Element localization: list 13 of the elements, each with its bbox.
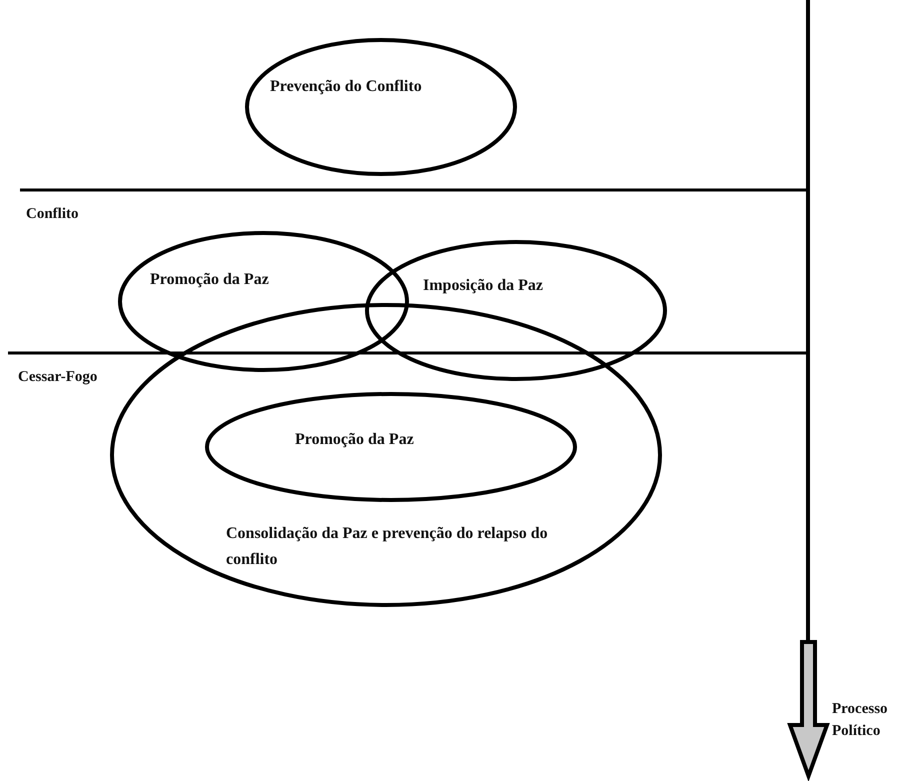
phase-label: Conflito bbox=[26, 205, 78, 224]
ellipse bbox=[110, 303, 662, 607]
ellipse bbox=[205, 392, 577, 502]
ellipse bbox=[245, 38, 517, 176]
ellipse bbox=[365, 240, 667, 381]
ellipse-label: Imposição da Paz bbox=[423, 276, 544, 296]
ellipse-label: Consolidação da Paz e prevenção do relapso do conflito bbox=[226, 524, 549, 570]
phase-label: Cessar-Fogo bbox=[18, 368, 98, 387]
ellipse-label: Prevenção do Conflito bbox=[270, 77, 423, 97]
ellipse bbox=[118, 231, 409, 372]
ellipse-label: Promoção da Paz bbox=[150, 270, 270, 290]
ellipse-label: Promoção da Paz bbox=[295, 430, 415, 450]
phase-label: Processo Político bbox=[832, 700, 889, 741]
